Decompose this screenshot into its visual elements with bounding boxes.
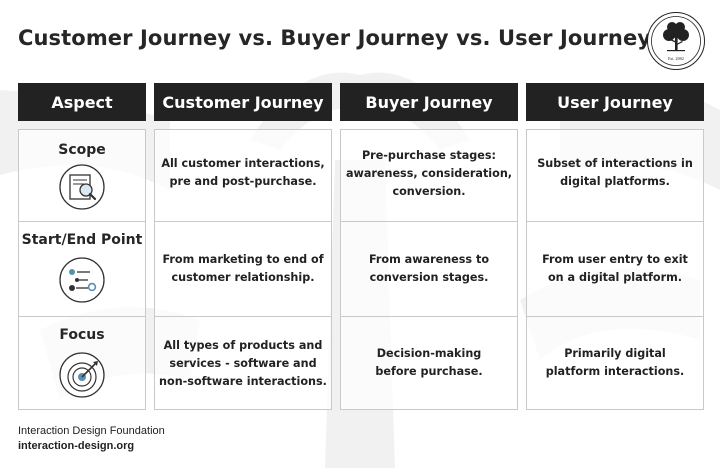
footer: Interaction Design Foundation interactio…: [18, 424, 165, 454]
row-divider: [527, 316, 703, 317]
aspect-label-start-end-point: Start/End Point: [21, 232, 143, 248]
aspect-column: Scope Start/End Point: [18, 129, 146, 410]
header-aspect: Aspect: [18, 83, 146, 121]
flow-path-icon: [58, 256, 106, 304]
buyer-journey-column: Pre-purchase stages: awareness, consider…: [340, 129, 518, 410]
header-user-journey: User Journey: [526, 83, 704, 121]
user-scope-cell: Subset of interactions in digital platfo…: [537, 157, 693, 188]
customer-start-end-cell: From marketing to end of customer relati…: [162, 253, 324, 284]
row-divider: [341, 221, 517, 222]
target-icon: [58, 351, 106, 399]
tree-logo-icon: Est. 2002: [651, 16, 701, 66]
page-title: Customer Journey vs. Buyer Journey vs. U…: [18, 26, 652, 50]
customer-focus-cell: All types of products and services - sof…: [159, 339, 327, 388]
aspect-label-focus: Focus: [59, 327, 105, 343]
buyer-focus-cell: Decision-making before purchase.: [375, 347, 483, 378]
buyer-scope-cell: Pre-purchase stages: awareness, consider…: [345, 149, 513, 198]
buyer-start-end-cell: From awareness to conversion stages.: [368, 253, 490, 284]
footer-org: Interaction Design Foundation: [18, 425, 165, 437]
user-focus-cell: Primarily digital platform interactions.: [545, 347, 685, 378]
header-customer-journey: Customer Journey: [154, 83, 332, 121]
customer-journey-column: All customer interactions, pre and post-…: [154, 129, 332, 410]
row-divider: [527, 221, 703, 222]
logo-text: Est. 2002: [668, 56, 684, 61]
aspect-label-scope: Scope: [58, 142, 106, 158]
user-start-end-cell: From user entry to exit on a digital pla…: [542, 253, 688, 284]
magnifier-document-icon: [58, 163, 106, 211]
row-divider: [19, 316, 145, 317]
row-divider: [341, 316, 517, 317]
row-divider: [19, 221, 145, 222]
user-journey-column: Subset of interactions in digital platfo…: [526, 129, 704, 410]
row-divider: [155, 221, 331, 222]
foundation-logo: Est. 2002: [647, 12, 705, 70]
header-buyer-journey: Buyer Journey: [340, 83, 518, 121]
row-divider: [155, 316, 331, 317]
customer-scope-cell: All customer interactions, pre and post-…: [161, 157, 325, 188]
footer-url: interaction-design.org: [18, 440, 135, 452]
